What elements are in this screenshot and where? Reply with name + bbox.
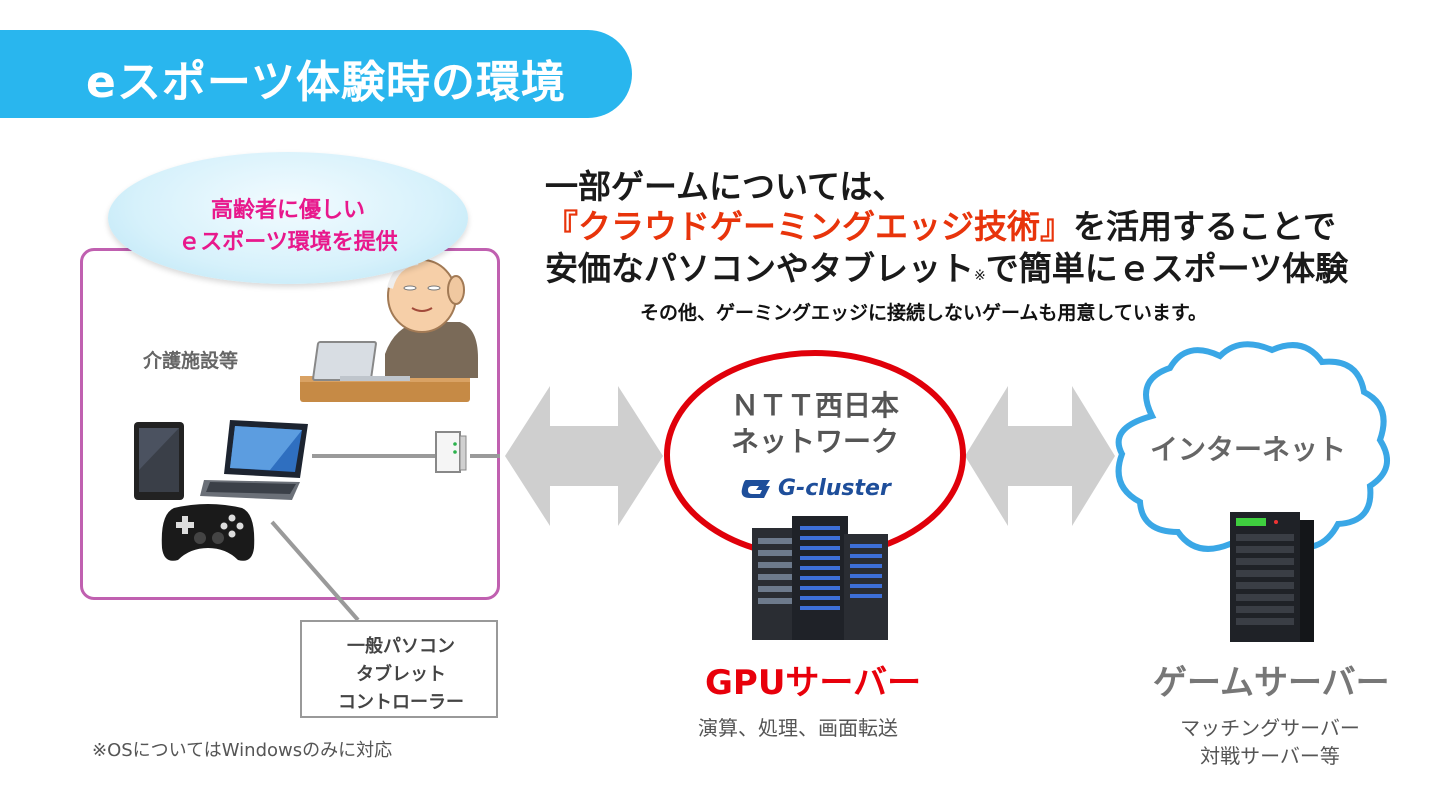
- page-title: eスポーツ体験時の環境: [86, 57, 566, 108]
- g-cluster-logo: G-cluster: [778, 476, 891, 501]
- facility-label: 介護施設等: [143, 350, 239, 372]
- gpu-server-subtitle: 演算、処理、画面転送: [698, 716, 898, 740]
- game-server-sub-2: 対戦サーバー等: [1200, 744, 1340, 768]
- device-list-box: 一般パソコン タブレット コントローラー: [300, 620, 498, 718]
- subnote: その他、ゲーミングエッジに接続しないゲームも用意しています。: [640, 302, 1207, 324]
- title-banner: [0, 30, 632, 118]
- headline-note-mark: ※: [974, 268, 986, 284]
- device-item-controller: コントローラー: [338, 692, 464, 713]
- bubble-line-2: ｅスポーツ環境を提供: [178, 230, 398, 255]
- headline-text-3a: 安価なパソコンやタブレット: [545, 249, 974, 288]
- router-icon: [435, 431, 467, 473]
- headline-line-3: 安価なパソコンやタブレット※で簡単にｅスポーツ体験: [545, 242, 1348, 290]
- device-item-pc: 一般パソコン: [347, 636, 455, 657]
- gpu-server-title: GPUサーバー: [705, 663, 922, 703]
- double-arrow-icon: [505, 386, 663, 526]
- cloud-icon: [1115, 341, 1391, 556]
- game-server-sub-1: マッチングサーバー: [1180, 716, 1360, 740]
- headline-line-2: 『クラウドゲーミングエッジ技術』を活用することで: [545, 200, 1336, 248]
- device-item-tablet: タブレット: [356, 664, 446, 685]
- headline-text-2: を活用することで: [1073, 207, 1337, 246]
- internet-label: インターネット: [1150, 433, 1347, 466]
- headline-line-1: 一部ゲームについては、: [545, 160, 905, 208]
- laptop-icon: [200, 420, 308, 500]
- os-note: ※OSについてはWindowsのみに対応: [92, 740, 393, 761]
- bubble-line-1: 高齢者に優しい: [210, 198, 365, 223]
- gamepad-icon: [161, 504, 255, 561]
- headline-text-1: 一部ゲームについては、: [545, 167, 906, 206]
- ntt-label-2: ネットワーク: [730, 425, 899, 458]
- g-cluster-logo-icon: [741, 480, 770, 498]
- elderly-user-icon: [300, 259, 478, 402]
- server-rack-icon: [752, 516, 888, 640]
- headline-highlight: 『クラウドゲーミングエッジ技術』: [545, 207, 1073, 246]
- game-server-title: ゲームサーバー: [1153, 663, 1390, 703]
- double-arrow-icon-2: [965, 386, 1115, 526]
- speech-bubble: 高齢者に優しい ｅスポーツ環境を提供: [108, 152, 468, 284]
- tablet-icon: [134, 422, 184, 500]
- ntt-label-1: ＮＴＴ西日本: [730, 389, 899, 422]
- headline-text-3b: で簡単にｅスポーツ体験: [985, 249, 1349, 288]
- game-server-tower-icon: [1230, 512, 1314, 642]
